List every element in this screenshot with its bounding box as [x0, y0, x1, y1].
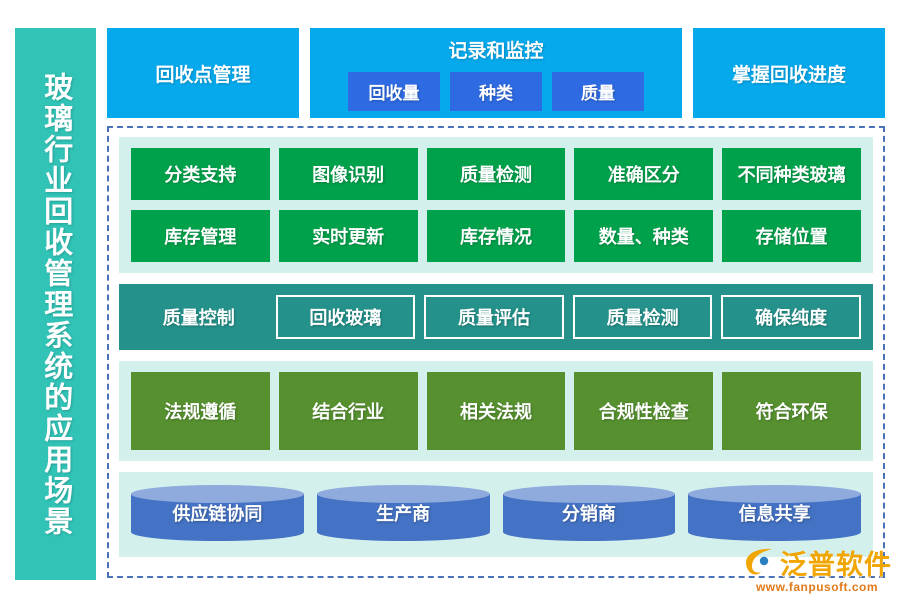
cylinder-manufacturer[interactable]: 生产商 [316, 485, 490, 541]
box-quality-inspection[interactable]: 质量检测 [426, 148, 566, 200]
cylinder-top-ellipse [688, 485, 861, 503]
cylinder-label: 分销商 [561, 504, 616, 524]
cylinder-distributor[interactable]: 分销商 [502, 485, 676, 541]
box-accurate-distinction[interactable]: 准确区分 [574, 148, 714, 200]
header-row: 回收点管理 记录和监控 回收量 种类 质量 掌握回收进度 [107, 28, 885, 118]
supply-chain-row: 供应链协同 生产商 分销商 信息共享 [131, 485, 861, 541]
header-card-progress[interactable]: 掌握回收进度 [693, 28, 885, 118]
cylinder-label: 信息共享 [738, 504, 811, 524]
box-compliance-check[interactable]: 合规性检查 [574, 372, 714, 450]
box-environmental-conformity[interactable]: 符合环保 [722, 372, 861, 450]
box-recycled-glass[interactable]: 回收玻璃 [275, 295, 416, 339]
main-dashed-container: 分类支持 图像识别 质量检测 准确区分 不同种类玻璃 库存管理 实时更新 库存情… [107, 126, 885, 578]
header-card-monitoring: 记录和监控 回收量 种类 质量 [310, 28, 682, 118]
cylinder-label: 供应链协同 [172, 504, 263, 524]
box-inventory-management[interactable]: 库存管理 [131, 210, 270, 262]
box-quality-testing[interactable]: 质量检测 [572, 295, 713, 339]
classification-row-2: 库存管理 实时更新 库存情况 数量、种类 存储位置 [131, 210, 861, 262]
monitoring-chip-group: 回收量 种类 质量 [348, 72, 644, 111]
box-storage-location[interactable]: 存储位置 [722, 210, 861, 262]
section-supply-chain: 供应链协同 生产商 分销商 信息共享 [119, 472, 873, 557]
section-classification: 分类支持 图像识别 质量检测 准确区分 不同种类玻璃 库存管理 实时更新 库存情… [119, 137, 873, 273]
box-relevant-regulations[interactable]: 相关法规 [426, 372, 566, 450]
monitoring-title: 记录和监控 [448, 41, 544, 62]
box-regulatory-compliance[interactable]: 法规遵循 [131, 372, 270, 450]
box-industry-integration[interactable]: 结合行业 [278, 372, 418, 450]
box-quantity-and-type[interactable]: 数量、种类 [574, 210, 714, 262]
box-ensure-purity[interactable]: 确保纯度 [721, 295, 861, 339]
chip-category[interactable]: 种类 [450, 72, 542, 111]
box-realtime-update[interactable]: 实时更新 [278, 210, 418, 262]
box-different-glass-types[interactable]: 不同种类玻璃 [722, 148, 861, 200]
cylinder-label: 生产商 [376, 504, 431, 524]
section-quality-control: 质量控制 回收玻璃 质量评估 质量检测 确保纯度 [119, 284, 873, 350]
box-quality-assessment[interactable]: 质量评估 [424, 295, 564, 339]
regulation-row: 法规遵循 结合行业 相关法规 合规性检查 符合环保 [131, 372, 861, 450]
page-title: 玻璃行业回收管理系统的应用场景 [39, 71, 72, 537]
box-image-recognition[interactable]: 图像识别 [278, 148, 418, 200]
cylinder-information-sharing[interactable]: 信息共享 [688, 485, 861, 541]
chip-quality[interactable]: 质量 [552, 72, 644, 111]
section-regulation: 法规遵循 结合行业 相关法规 合规性检查 符合环保 [119, 361, 873, 461]
header-card-recycling-point[interactable]: 回收点管理 [107, 28, 299, 118]
box-classification-support[interactable]: 分类支持 [131, 148, 270, 200]
chip-recycling-volume[interactable]: 回收量 [348, 72, 440, 111]
cylinder-top-ellipse [316, 485, 490, 503]
box-inventory-status[interactable]: 库存情况 [426, 210, 566, 262]
cylinder-supply-chain-collaboration[interactable]: 供应链协同 [131, 485, 304, 541]
cylinder-top-ellipse [131, 485, 304, 503]
classification-row-1: 分类支持 图像识别 质量检测 准确区分 不同种类玻璃 [131, 148, 861, 200]
cylinder-top-ellipse [502, 485, 676, 503]
logo-url: www.fanpusoft.com [755, 580, 879, 594]
quality-control-label: 质量控制 [162, 308, 235, 328]
vertical-title-bar: 玻璃行业回收管理系统的应用场景 [15, 28, 96, 580]
